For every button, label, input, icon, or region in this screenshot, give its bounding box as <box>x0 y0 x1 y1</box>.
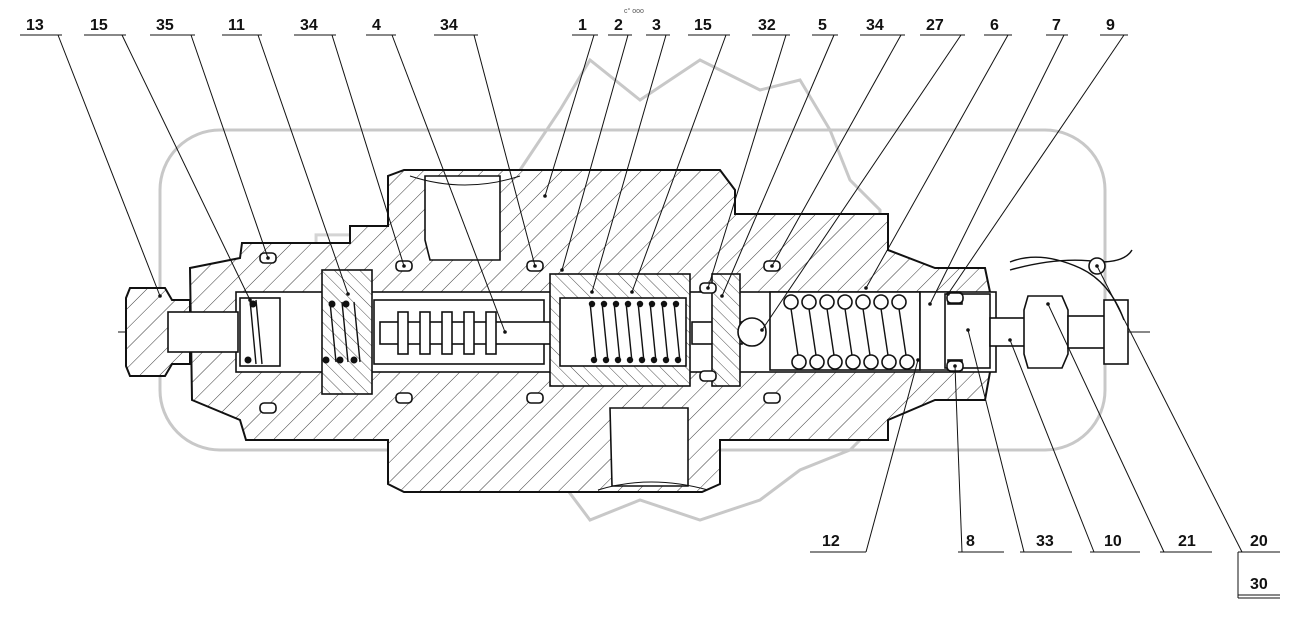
callout-label-3: 3 <box>652 17 661 34</box>
callout-leader-32 <box>707 34 787 289</box>
callout-leader-8 <box>954 365 963 553</box>
callout-point-35 <box>266 256 270 260</box>
part-3-sleeve <box>549 273 691 387</box>
callout-point-27 <box>760 328 764 332</box>
callout-leader-15b <box>631 34 727 293</box>
callout-leader-12 <box>865 359 919 553</box>
callout-point-34a <box>402 264 406 268</box>
callout-point-32 <box>706 286 710 290</box>
callout-point-15a <box>248 298 252 302</box>
callout-label-34c: 34 <box>866 17 884 34</box>
callout-label-27: 27 <box>926 17 944 34</box>
callout-leader-34c <box>771 34 902 267</box>
part-15-spring-left <box>239 297 281 367</box>
callout-label-15a: 15 <box>90 17 108 34</box>
callout-label-34a: 34 <box>300 17 318 34</box>
callout-label-15b: 15 <box>694 17 712 34</box>
callout-leader-21 <box>1047 303 1165 553</box>
callout-point-2 <box>560 268 564 272</box>
callout-point-21 <box>1046 302 1050 306</box>
callout-label-5: 5 <box>818 17 827 34</box>
callout-leader-35 <box>190 34 269 259</box>
callout-label-13: 13 <box>26 17 44 34</box>
part-9-adjuster <box>919 291 991 371</box>
callout-leader-34b <box>473 34 536 267</box>
callout-label-32: 32 <box>758 17 776 34</box>
part-6-spring-right <box>769 291 921 371</box>
callout-leader-2 <box>561 34 629 271</box>
callout-leader-15a <box>121 34 251 301</box>
callout-point-34c <box>770 264 774 268</box>
callout-leader-27 <box>761 34 962 331</box>
callout-label-9: 9 <box>1106 17 1115 34</box>
callout-point-33 <box>966 328 970 332</box>
callout-label-21: 21 <box>1178 533 1196 550</box>
part-21-nut <box>1023 295 1129 369</box>
callout-leader-13 <box>57 34 161 297</box>
part-13-fitting <box>125 287 239 377</box>
callout-point-20 <box>1095 264 1099 268</box>
callout-leader-7 <box>929 34 1065 305</box>
callout-point-9 <box>946 292 950 296</box>
callout-point-4 <box>503 330 507 334</box>
callout-point-11 <box>346 292 350 296</box>
callout-leader-20 <box>1096 265 1243 553</box>
callout-leader-3 <box>591 34 667 293</box>
callout-leader-9 <box>947 34 1125 295</box>
callout-point-10 <box>1008 338 1012 342</box>
callout-label-10: 10 <box>1104 533 1122 550</box>
callout-leader-6 <box>865 34 1009 289</box>
part-32-seat <box>691 273 743 387</box>
callout-leader-11 <box>257 34 349 295</box>
callout-leader-4 <box>391 34 506 333</box>
callout-label-35: 35 <box>156 17 174 34</box>
callout-point-5 <box>720 294 724 298</box>
callout-label-30: 30 <box>1250 576 1268 593</box>
faint-mark: c° ooo <box>624 7 644 15</box>
callout-point-8 <box>953 364 957 368</box>
callout-label-8: 8 <box>966 533 975 550</box>
callout-point-3 <box>590 290 594 294</box>
callout-label-12: 12 <box>822 533 840 550</box>
callout-point-13 <box>158 294 162 298</box>
callout-label-6: 6 <box>990 17 999 34</box>
callout-label-34b: 34 <box>440 17 458 34</box>
callout-label-20: 20 <box>1250 533 1268 550</box>
callout-leader-33 <box>967 329 1025 553</box>
callout-leader-5 <box>721 34 835 297</box>
callout-leader-34a <box>331 34 405 267</box>
part-5-ball <box>737 317 767 347</box>
callout-point-6 <box>864 286 868 290</box>
callout-label-11: 11 <box>228 17 245 34</box>
callout-leader-1 <box>544 34 595 197</box>
callout-point-1 <box>543 194 547 198</box>
callout-leader-10 <box>1009 339 1095 553</box>
callout-point-7 <box>928 302 932 306</box>
callout-point-34b <box>533 264 537 268</box>
callout-label-4: 4 <box>372 17 381 34</box>
callout-point-15b <box>630 290 634 294</box>
callout-point-12 <box>916 358 920 362</box>
callout-label-1: 1 <box>578 17 587 34</box>
callout-label-2: 2 <box>614 17 623 34</box>
part-11-piston <box>321 269 373 395</box>
callout-label-7: 7 <box>1052 17 1061 34</box>
callout-label-33: 33 <box>1036 533 1054 550</box>
